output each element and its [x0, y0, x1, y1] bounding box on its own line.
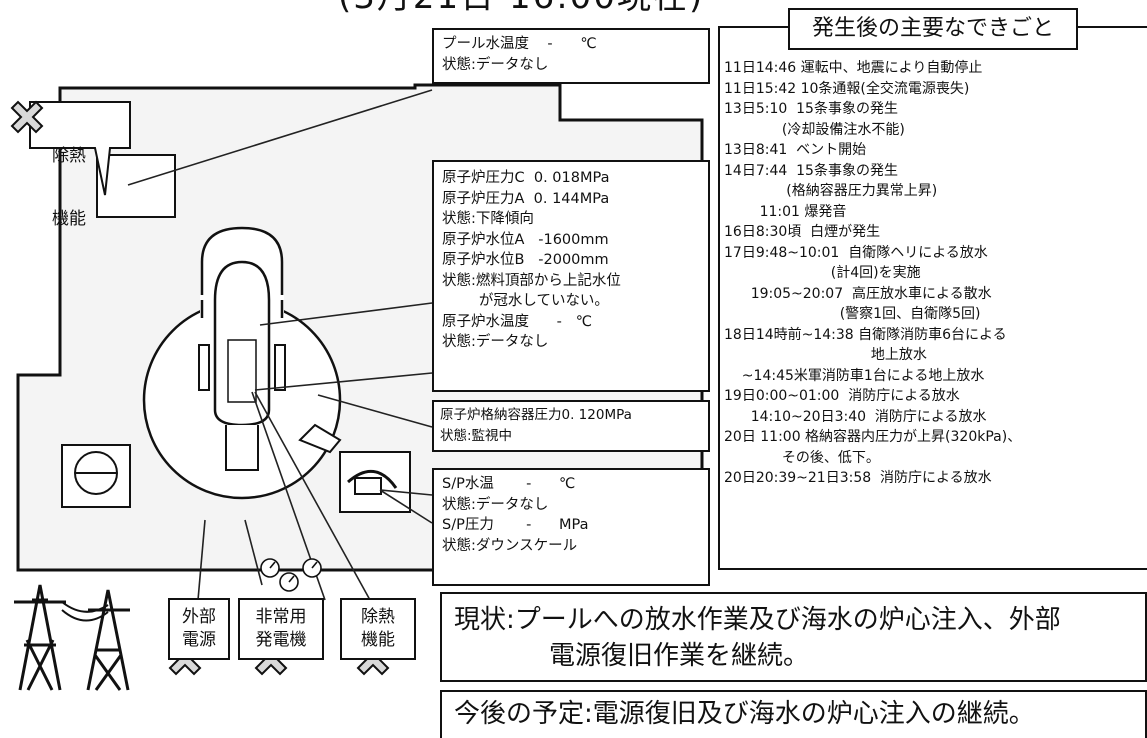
emergency-generator-label: 非常用発電機	[238, 598, 324, 660]
suppression-pool-status-box: S/P水温 - ℃ 状態:データなし S/P圧力 - MPa 状態:ダウンスケー…	[432, 468, 710, 586]
heat-removal-top-label: 除熱 機能	[52, 146, 86, 229]
header-title: (3月21日 16:00現在)	[338, 0, 704, 17]
transmission-tower-left	[14, 584, 66, 691]
containment-status-box: 原子炉格納容器圧力0. 120MPa 状態:監視中	[432, 400, 710, 452]
cross-icon	[10, 100, 44, 134]
heat-removal-bottom-label: 除熱機能	[340, 598, 416, 660]
heat-removal-top-callout	[29, 101, 131, 196]
future-plan-box: 今後の予定:電源復旧及び海水の炉心注入の継続。	[440, 690, 1147, 738]
transmission-tower-right	[86, 589, 130, 691]
generator-gauges	[260, 558, 322, 592]
reactor-core	[227, 339, 257, 403]
external-power-label: 外部電源	[168, 598, 230, 660]
events-panel: 11日14:46 運転中、地震により自動停止 11日15:42 10条通報(全交…	[718, 26, 1147, 570]
reactor-status-box: 原子炉圧力C 0. 018MPa 原子炉圧力A 0. 144MPa 状態:下降傾…	[432, 160, 710, 392]
spent-fuel-pool	[96, 154, 176, 218]
pool-status-box: プール水温度 - ℃ 状態:データなし	[432, 28, 710, 84]
events-panel-title: 発生後の主要なできごと	[788, 8, 1078, 50]
current-status-box: 現状:プールへの放水作業及び海水の炉心注入、外部 電源復旧作業を継続。	[440, 592, 1147, 682]
